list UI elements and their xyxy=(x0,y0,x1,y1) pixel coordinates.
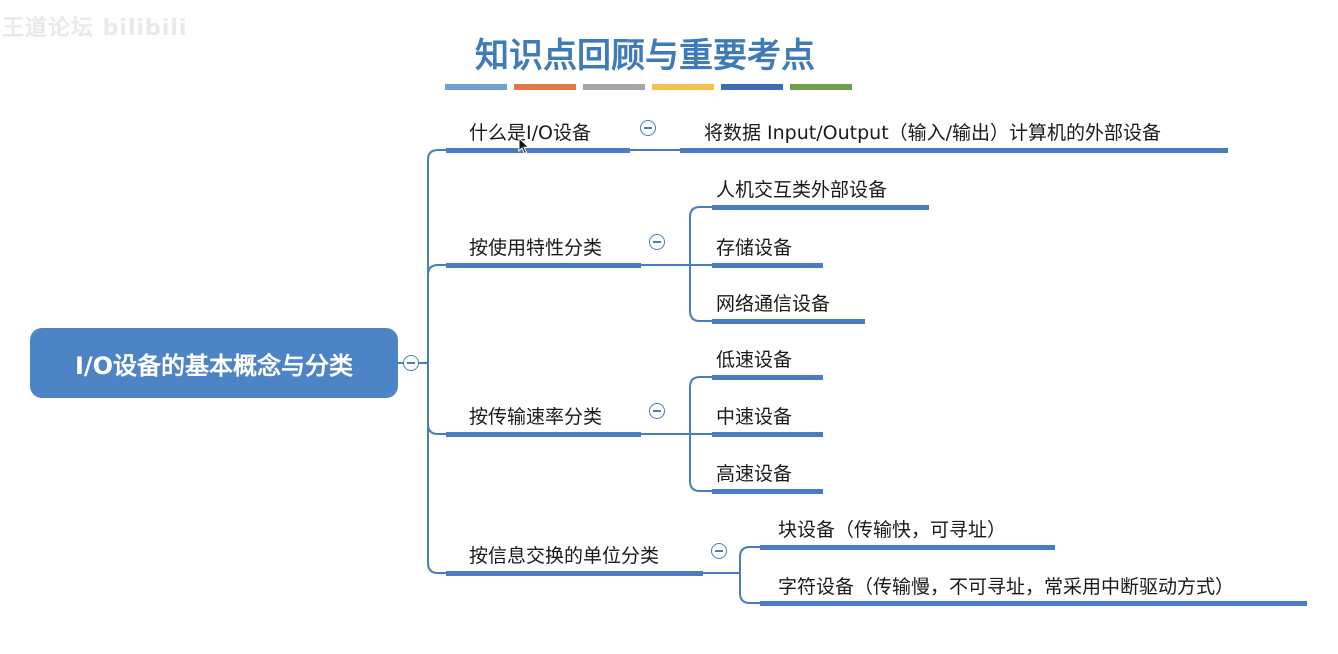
collapse-branch-3-icon[interactable] xyxy=(649,403,665,419)
slide-title: 知识点回顾与重要考点 xyxy=(475,36,815,76)
connector-b4-c2 xyxy=(739,573,760,604)
branch-by-speed[interactable]: 按传输速率分类 xyxy=(469,406,603,428)
node-b2-c1-underline xyxy=(712,205,929,210)
node-b3-c1-underline xyxy=(712,375,823,380)
branch-by-exchange-unit[interactable]: 按信息交换的单位分类 xyxy=(469,545,660,567)
node-character-devices[interactable]: 字符设备（传输慢，不可寻址，常采用中断驱动方式） xyxy=(778,576,1235,598)
collapse-branch-1-icon[interactable] xyxy=(640,120,656,136)
connector-b3-c3 xyxy=(689,434,712,492)
branch-4-underline xyxy=(446,571,703,576)
node-network-devices[interactable]: 网络通信设备 xyxy=(716,293,831,315)
watermark: 王道论坛 bilibili xyxy=(2,16,188,41)
branch-by-usage[interactable]: 按使用特性分类 xyxy=(469,237,603,259)
node-high-speed-devices[interactable]: 高速设备 xyxy=(716,463,793,485)
connector-b2-c3 xyxy=(689,265,712,322)
connector-branch-3 xyxy=(427,423,446,435)
color-bar-6 xyxy=(790,84,852,90)
mouse-cursor-icon xyxy=(518,137,530,155)
connector-b4-c1 xyxy=(739,546,760,573)
node-low-speed-devices[interactable]: 低速设备 xyxy=(716,349,793,371)
branch-1-underline xyxy=(446,148,630,153)
node-b3-c3-underline xyxy=(712,489,823,494)
node-b4-c2-underline xyxy=(760,601,1307,606)
node-human-interaction-devices[interactable]: 人机交互类外部设备 xyxy=(716,179,888,201)
color-bar-4 xyxy=(652,84,714,90)
node-medium-speed-devices[interactable]: 中速设备 xyxy=(716,406,793,428)
connector-branch-2 xyxy=(427,264,446,276)
node-io-definition-underline xyxy=(680,148,1228,153)
color-bar-1 xyxy=(445,84,507,90)
node-b2-c3-underline xyxy=(712,319,865,324)
connector-b2-c1 xyxy=(689,206,712,265)
branch-what-is-io[interactable]: 什么是I/O设备 xyxy=(469,122,591,144)
node-io-definition[interactable]: 将数据 Input/Output（输入/输出）计算机的外部设备 xyxy=(704,122,1162,144)
mindmap-root-node[interactable]: I/O设备的基本概念与分类 xyxy=(30,328,398,398)
branch-3-underline xyxy=(446,432,641,437)
color-bar-3 xyxy=(583,84,645,90)
node-block-devices[interactable]: 块设备（传输快，可寻址） xyxy=(778,519,1007,541)
color-bar-2 xyxy=(514,84,576,90)
connector-branch-1 xyxy=(427,149,446,161)
connector-branch-4 xyxy=(427,562,446,574)
collapse-branch-2-icon[interactable] xyxy=(649,234,665,250)
color-bar-5 xyxy=(721,84,783,90)
connector-b3-c1 xyxy=(689,376,712,434)
collapse-root-icon[interactable] xyxy=(403,355,419,371)
node-storage-devices[interactable]: 存储设备 xyxy=(716,237,793,259)
collapse-branch-4-icon[interactable] xyxy=(711,543,727,559)
node-b4-c1-underline xyxy=(760,545,1055,550)
branch-2-underline xyxy=(446,263,641,268)
node-b2-c2-underline xyxy=(712,263,823,268)
node-b3-c2-underline xyxy=(712,432,823,437)
